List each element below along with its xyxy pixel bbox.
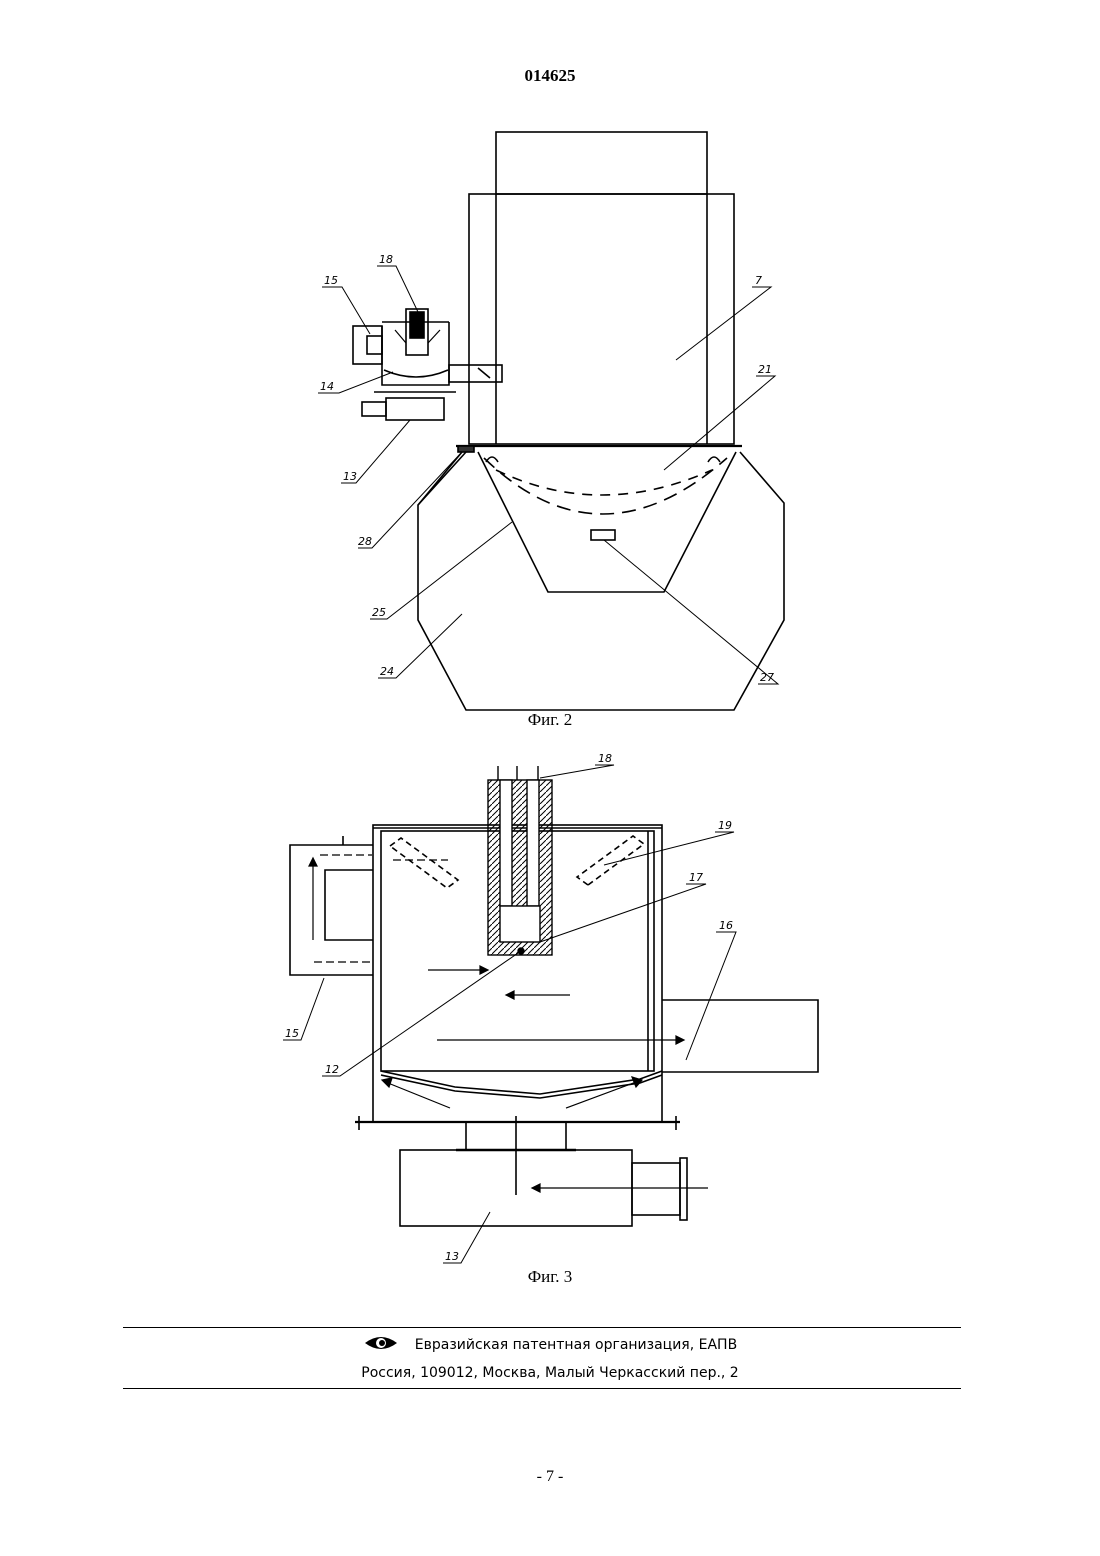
upper-hopper-rect bbox=[496, 132, 707, 194]
fig2-label-7: 7 bbox=[755, 274, 762, 287]
figure-3-drawing: 18 19 17 16 15 12 13 bbox=[0, 745, 1100, 1275]
figure-2-caption: Фиг. 2 bbox=[0, 710, 1100, 730]
fig2-label-28: 28 bbox=[358, 535, 372, 548]
fig3-label-19: 19 bbox=[718, 819, 732, 832]
chamber-17 bbox=[500, 906, 540, 942]
fig3-label-16: 16 bbox=[719, 919, 733, 932]
trapezoid-bin bbox=[478, 452, 736, 592]
octagon-chamber bbox=[418, 452, 784, 710]
fig2-label-21: 21 bbox=[758, 363, 772, 376]
fig2-label-14: 14 bbox=[320, 380, 334, 393]
hopper-body-rect bbox=[469, 194, 734, 444]
eapo-eye-logo-icon bbox=[363, 1334, 399, 1356]
fig2-label-24: 24 bbox=[380, 665, 394, 678]
fig2-label-27: 27 bbox=[760, 671, 774, 684]
fig2-label-15: 15 bbox=[324, 274, 338, 287]
fig2-label-18: 18 bbox=[379, 253, 393, 266]
fig3-label-12: 12 bbox=[325, 1063, 339, 1076]
footer-address: Россия, 109012, Москва, Малый Черкасский… bbox=[0, 1365, 1100, 1381]
fig2-label-13: 13 bbox=[343, 470, 357, 483]
figure-2-drawing: 7 15 18 14 13 21 28 25 24 27 bbox=[0, 0, 1100, 720]
fig3-label-17: 17 bbox=[689, 871, 703, 884]
footer-organization: Евразийская патентная организация, ЕАПВ bbox=[0, 1334, 1100, 1356]
fig3-label-18: 18 bbox=[598, 752, 612, 765]
figure-3-caption: Фиг. 3 bbox=[0, 1267, 1100, 1287]
part-28-hinge bbox=[458, 446, 474, 452]
footer-bottom-rule bbox=[123, 1388, 961, 1389]
part-27-box bbox=[591, 530, 615, 540]
fig3-label-13: 13 bbox=[445, 1250, 459, 1263]
fig2-label-25: 25 bbox=[372, 606, 386, 619]
fig3-label-15: 15 bbox=[285, 1027, 299, 1040]
organization-name: Евразийская патентная организация, ЕАПВ bbox=[415, 1337, 737, 1353]
page-number: - 7 - bbox=[0, 1468, 1100, 1486]
footer-top-rule bbox=[123, 1327, 961, 1328]
